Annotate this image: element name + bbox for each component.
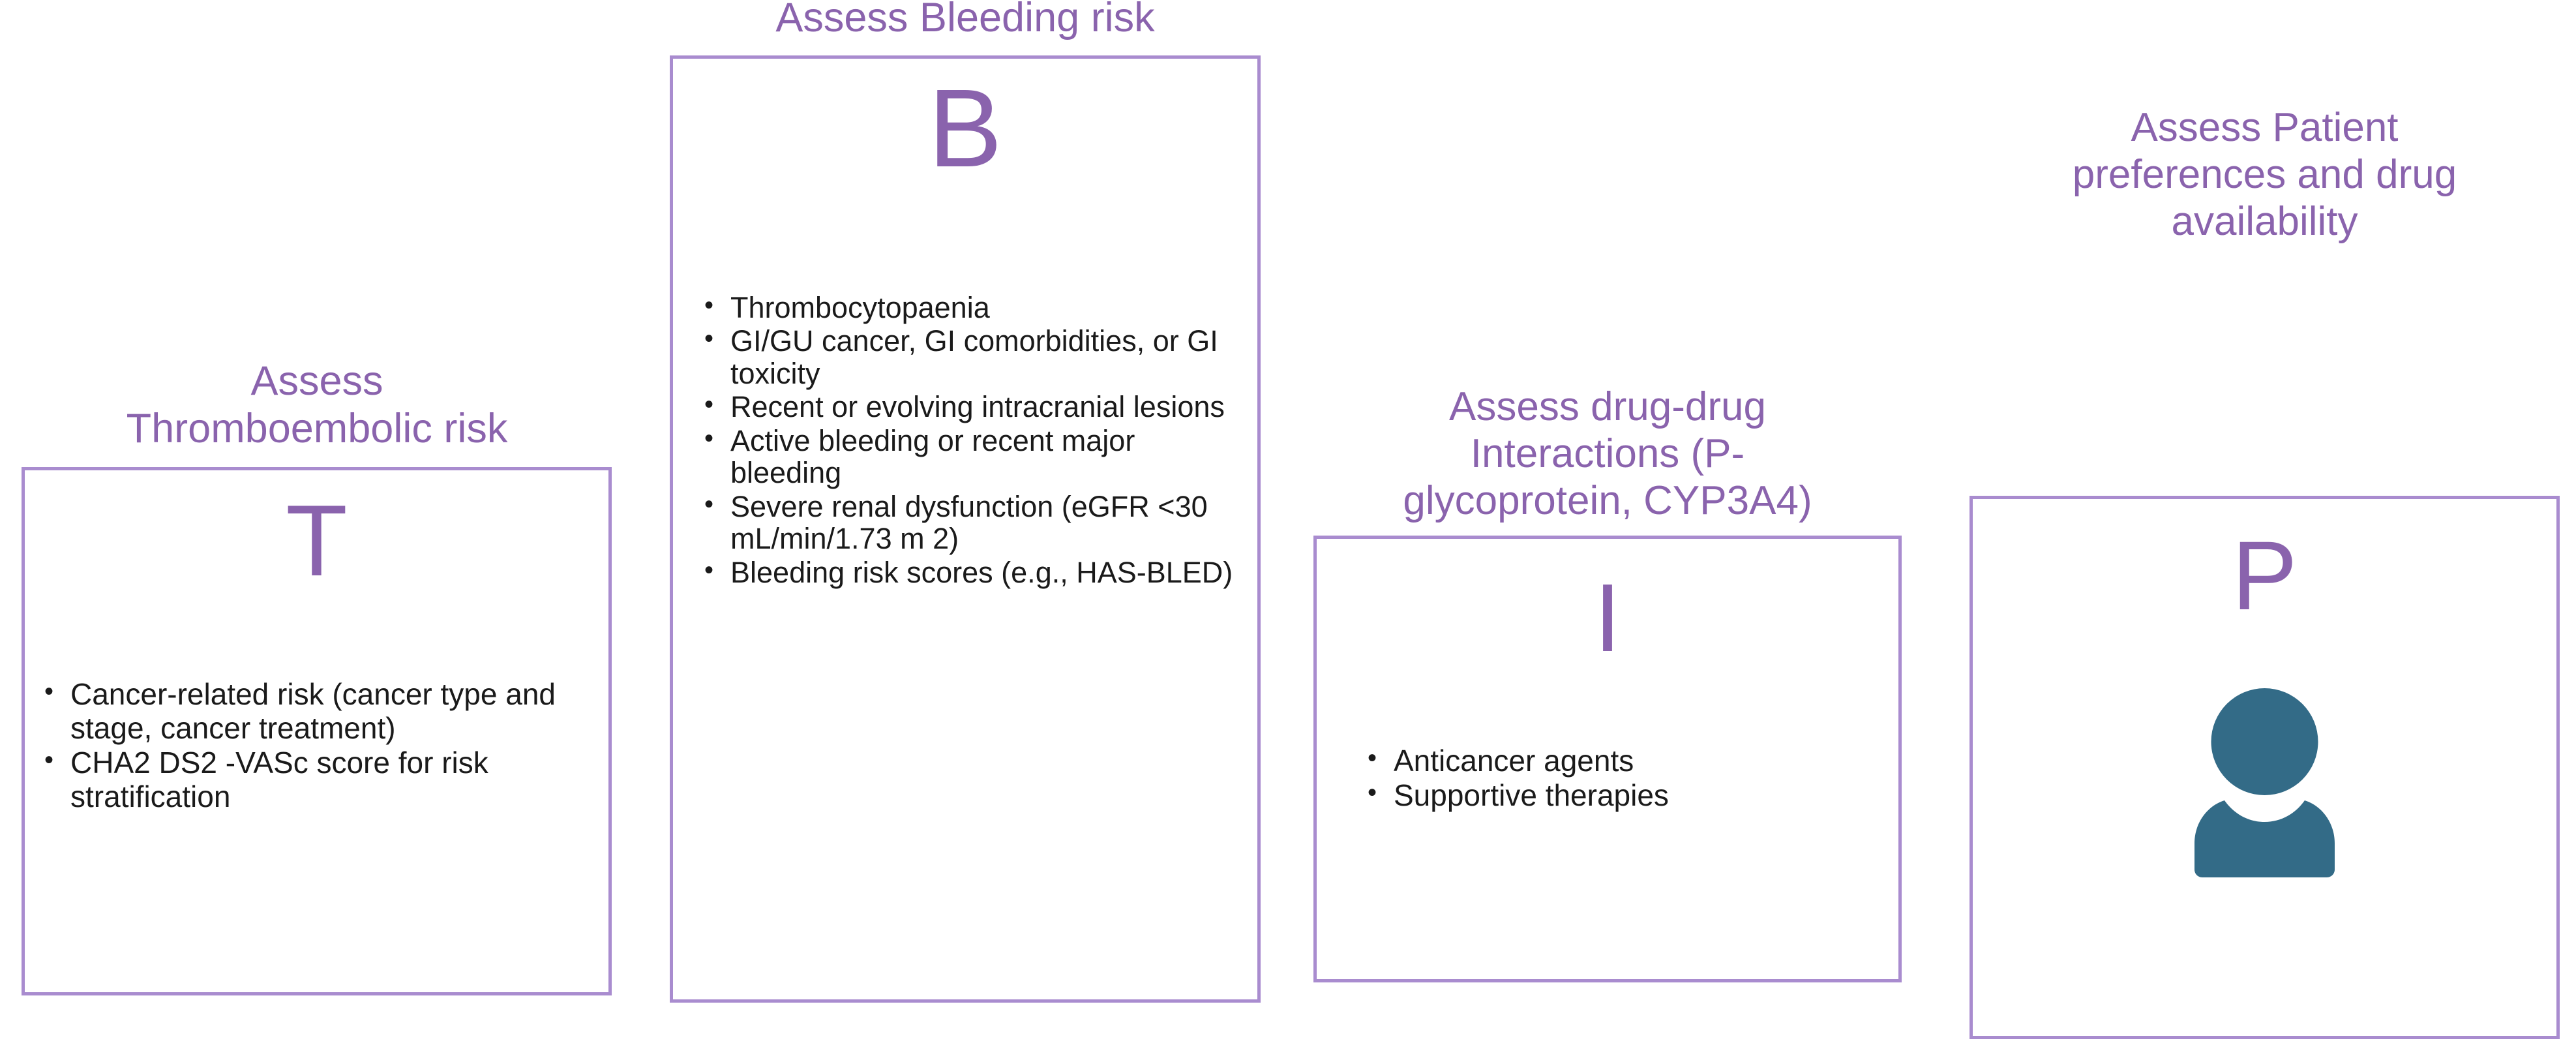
card-thromboembolic-risk: T Cancer-related risk (cancer type and s… <box>22 467 612 996</box>
list-item: Cancer-related risk (cancer type and sta… <box>44 676 597 745</box>
column-header-patient-preferences: Assess Patient preferences and drug avai… <box>2072 105 2457 244</box>
initial-letter-t: T <box>286 484 348 598</box>
initial-letter-b: B <box>928 66 1002 190</box>
list-item: Recent or evolving intracranial lesions <box>704 389 1242 423</box>
list-item: GI/GU cancer, GI comorbidities, or GI to… <box>704 324 1242 389</box>
list-item: Thrombocytopaenia <box>704 290 1242 324</box>
list-item: Bleeding risk scores (e.g., HAS-BLED) <box>704 555 1242 589</box>
bullet-list-bleeding-risk: Thrombocytopaenia GI/GU cancer, GI comor… <box>673 290 1257 590</box>
column-bleeding-risk: Assess Bleeding risk B Thrombocytopaenia… <box>657 0 1274 1003</box>
list-item: Severe renal dysfunction (eGFR <30 mL/mi… <box>704 489 1242 555</box>
card-patient-preferences: P <box>1969 495 2560 1039</box>
list-item: CHA2 DS2 -VASc score for risk stratifica… <box>44 745 597 813</box>
bullet-list-thromboembolic-risk: Cancer-related risk (cancer type and sta… <box>25 676 608 815</box>
list-item: Active bleeding or recent major bleeding <box>704 423 1242 489</box>
column-header-thromboembolic-risk: Assess Thromboembolic risk <box>126 358 508 452</box>
column-header-bleeding-risk: Assess Bleeding risk <box>775 0 1155 40</box>
column-patient-preferences: Assess Patient preferences and drug avai… <box>1956 104 2573 1039</box>
person-icon <box>2194 688 2335 877</box>
bullet-list-drug-interactions: Anticancer agents Supportive therapies <box>1317 743 1898 814</box>
list-item: Supportive therapies <box>1368 778 1883 813</box>
initial-letter-p: P <box>2232 520 2298 630</box>
card-bleeding-risk: B Thrombocytopaenia GI/GU cancer, GI com… <box>670 55 1261 1003</box>
column-header-drug-interactions: Assess drug-drug Interactions (P- glycop… <box>1403 384 1812 523</box>
column-thromboembolic-risk: Assess Thromboembolic risk T Cancer-rela… <box>0 357 634 996</box>
list-item: Anticancer agents <box>1368 743 1883 778</box>
person-icon-wrapper <box>1973 688 2556 877</box>
card-drug-interactions: I Anticancer agents Supportive therapies <box>1313 535 1902 982</box>
initial-letter-i: I <box>1594 564 1621 672</box>
column-drug-interactions: Assess drug-drug Interactions (P- glycop… <box>1304 384 1911 982</box>
